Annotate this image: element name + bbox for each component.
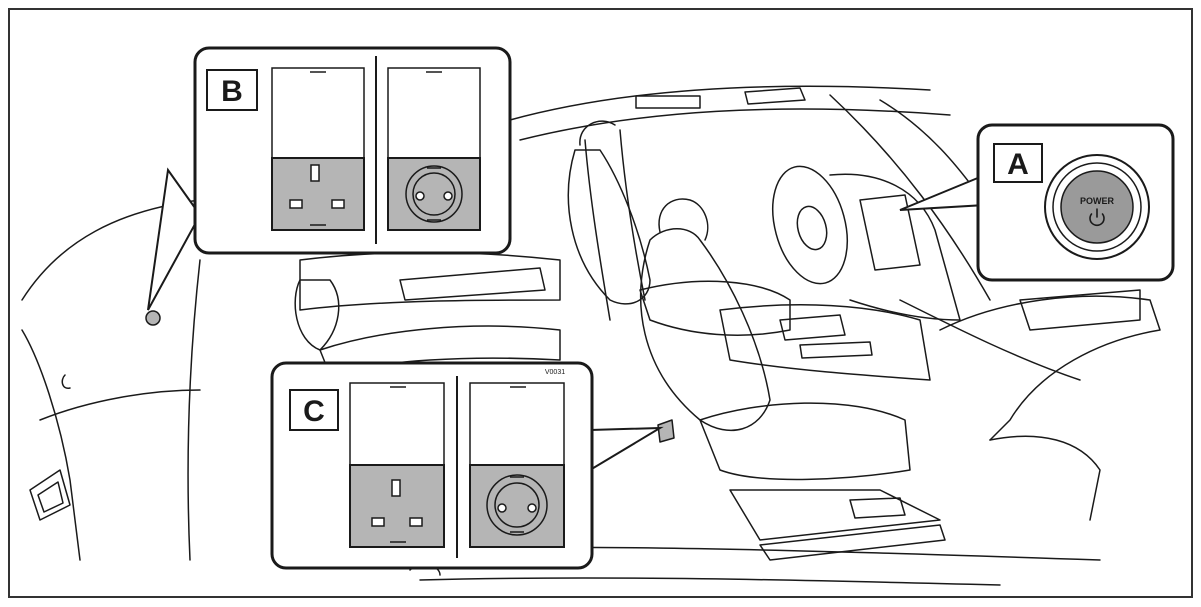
front-seat-base [729,489,941,541]
eu-socket-c [469,382,565,548]
callout-b: B [193,46,512,255]
front-pillar [829,94,991,301]
roof-line [509,85,931,121]
seat-side-trim [849,497,906,519]
rear-panel [39,389,201,421]
diagram-frame [8,8,1193,598]
label-c: C [303,395,325,428]
label-c-box [289,389,339,431]
driver-seat-back [567,149,651,305]
eu-socket-b [387,67,481,231]
rear-lamp-inner [37,481,64,513]
driver-seat-headrest [579,120,616,146]
console-detail-2 [799,341,873,359]
label-a: A [1007,148,1029,181]
uk-socket-b [271,67,365,231]
dashboard [829,173,961,321]
floor-line [419,577,1001,586]
roof-console [744,87,806,105]
callout-a: A POWER [976,123,1175,282]
small-outlet-b [145,310,161,326]
uk-socket-c-face [349,464,445,548]
front-seat-headrest [658,198,709,241]
uk-socket-c [349,382,445,548]
front-door-inner [989,435,1101,521]
callout-leaders [147,167,986,472]
center-console [719,304,931,381]
rear-door-edge [187,259,201,561]
front-door-window [1019,289,1141,331]
power-button: POWER [1044,154,1150,260]
dash-screen [859,194,921,271]
roof-handle [635,95,701,109]
front-seat-back [639,228,771,431]
rear-lamp [29,469,71,521]
callout-c: C V0031 [270,361,594,570]
label-b: B [221,75,243,108]
leader-b [147,167,202,311]
seat-rail [759,524,946,561]
b-pillar [584,139,611,321]
rear-body-lower [21,329,81,561]
driver-seat-cushion [639,280,791,336]
console-detail-1 [779,314,846,341]
label-a-box [993,143,1043,183]
label-b-box [206,69,258,111]
power-symbol-icon [1089,208,1105,227]
figure-code: V0031 [545,369,565,376]
side-hook [61,374,71,389]
steering-wheel [772,165,848,285]
dash-lower [899,299,1081,381]
front-door-outline [939,295,1161,441]
power-button-text: POWER [1080,196,1115,206]
seat-outlet-c [657,419,675,443]
roof-line-2 [519,108,951,141]
rear-door-armrest [399,267,546,301]
front-seat-cushion [699,402,911,481]
steering-hub [796,205,828,251]
